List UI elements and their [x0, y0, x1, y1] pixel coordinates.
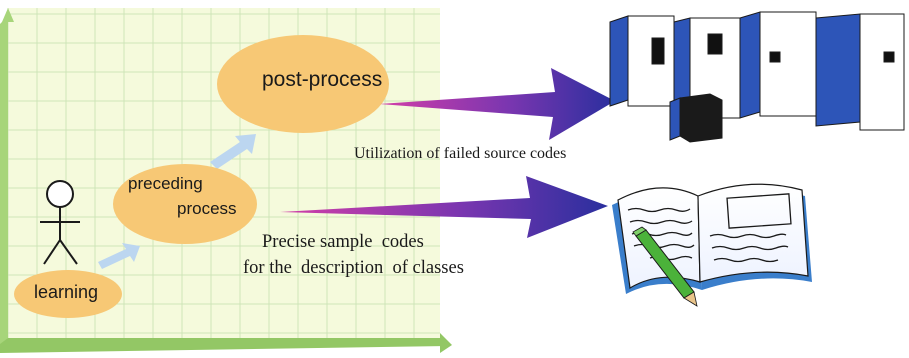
sample-code-arrow: [280, 176, 608, 238]
post-process-ellipse: [217, 35, 389, 133]
open-book-with-pencil-icon: [612, 183, 812, 307]
post-process-label: post-process: [262, 68, 383, 91]
sample-code-caption-line2: for the description of classes: [243, 258, 464, 278]
preceding-process-label-line2: process: [177, 199, 237, 218]
progress-arrow-2: [210, 134, 256, 169]
learning-label: learning: [34, 282, 99, 302]
failed-code-caption: Utilization of failed source codes: [354, 145, 567, 162]
axes: [0, 8, 452, 353]
progress-arrow-1: [98, 243, 140, 269]
preceding-process-ellipse: [113, 164, 257, 244]
failed-code-arrow: [380, 68, 615, 140]
preceding-process-label-line1: preceding: [128, 174, 203, 193]
server-rack-icon: [609, 11, 905, 143]
learning-ellipse: [14, 270, 122, 318]
stick-figure-icon: [40, 180, 80, 265]
sample-code-caption-line1: Precise sample codes: [262, 232, 424, 252]
